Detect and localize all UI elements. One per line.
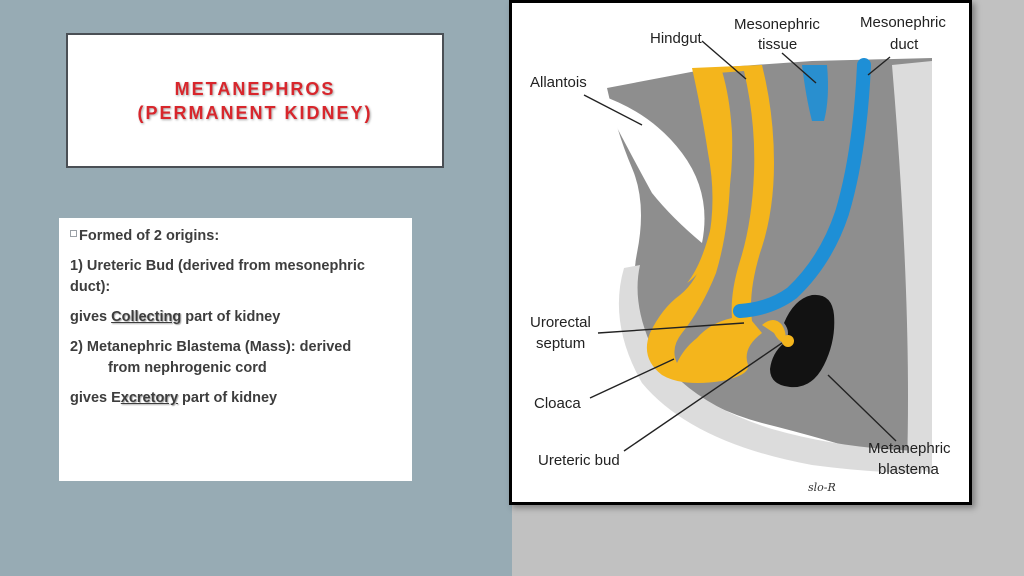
collecting-emphasis: Collecting: [111, 309, 182, 325]
leader-metanephric-blastema: [827, 374, 897, 442]
label-mesonephric-tissue-1: Mesonephric: [734, 16, 820, 33]
label-mesonephric-tissue-2: tissue: [758, 36, 797, 53]
ureteric-bud-tip: [782, 335, 794, 347]
label-metanephric-blastema-2: blastema: [878, 461, 940, 478]
mesonephric-duct-shape: [733, 58, 871, 318]
ureteric-bud-shape: [762, 320, 786, 343]
content-text-box: Formed of 2 origins: 1) Ureteric Bud (de…: [59, 218, 412, 481]
label-mesonephric-duct-2: duct: [890, 36, 919, 53]
leader-allantois: [583, 94, 643, 126]
gives-2-prefix: gives E: [70, 390, 121, 406]
leader-cloaca: [589, 358, 675, 399]
gives-1-prefix: gives: [70, 309, 112, 325]
allantois-lumen: [600, 95, 705, 243]
leader-ureteric-bud: [623, 342, 783, 452]
label-ureteric-bud: Ureteric bud: [538, 452, 620, 469]
gives-collecting-paragraph: gives Collecting part of kidney: [70, 307, 402, 328]
body-wall-band: [618, 265, 922, 473]
leader-mesonephric-tissue: [781, 52, 817, 84]
item-2-line-2: from nephrogenic cord: [108, 360, 267, 376]
hindgut-lumen: [674, 71, 755, 363]
gives-2-suffix: part of kidney: [178, 390, 278, 406]
metanephros-diagram: Hindgut Mesonephric tissue Mesonephric d…: [512, 3, 969, 502]
leader-hindgut: [701, 40, 747, 80]
item-2-line-1: 2) Metanephric Blastema (Mass): derived: [70, 339, 352, 355]
urorectal-septum-shape: [687, 71, 733, 283]
title-line-1: METANEPHROS: [174, 78, 336, 99]
mesonephric-tissue-shape: [802, 65, 828, 121]
bullet-square-icon: [70, 230, 77, 237]
leader-lines: [583, 40, 897, 452]
label-metanephric-blastema-1: Metanephric: [868, 440, 951, 457]
title-line-2: (PERMANENT KIDNEY): [137, 102, 373, 123]
mesoderm-light-band: [892, 61, 932, 473]
embryo-diagram-frame: Hindgut Mesonephric tissue Mesonephric d…: [509, 0, 972, 505]
label-mesonephric-duct-1: Mesonephric: [860, 14, 946, 31]
item-1-paragraph: 1) Ureteric Bud (derived from mesonephri…: [70, 258, 365, 295]
item-2-paragraph: 2) Metanephric Blastema (Mass): derived f…: [70, 337, 402, 379]
metanephric-blastema-shape: [770, 294, 835, 388]
intro-text: Formed of 2 origins:: [79, 228, 220, 244]
intro-paragraph: Formed of 2 origins:: [70, 226, 402, 247]
gives-excretory-paragraph: gives Excretory part of kidney: [70, 388, 402, 409]
gives-1-suffix: part of kidney: [181, 309, 281, 325]
label-hindgut: Hindgut: [650, 30, 703, 47]
leader-urorectal-septum: [597, 322, 745, 334]
label-urorectal-septum-2: septum: [536, 335, 585, 352]
title-box: METANEPHROS (PERMANENT KIDNEY): [66, 33, 444, 168]
label-cloaca: Cloaca: [534, 395, 581, 412]
artist-signature: slo-R: [808, 481, 836, 494]
leader-mesonephric-duct: [867, 56, 891, 76]
label-allantois: Allantois: [530, 74, 587, 91]
excretory-emphasis: xcretory: [120, 390, 179, 406]
label-urorectal-septum-1: Urorectal: [530, 314, 591, 331]
